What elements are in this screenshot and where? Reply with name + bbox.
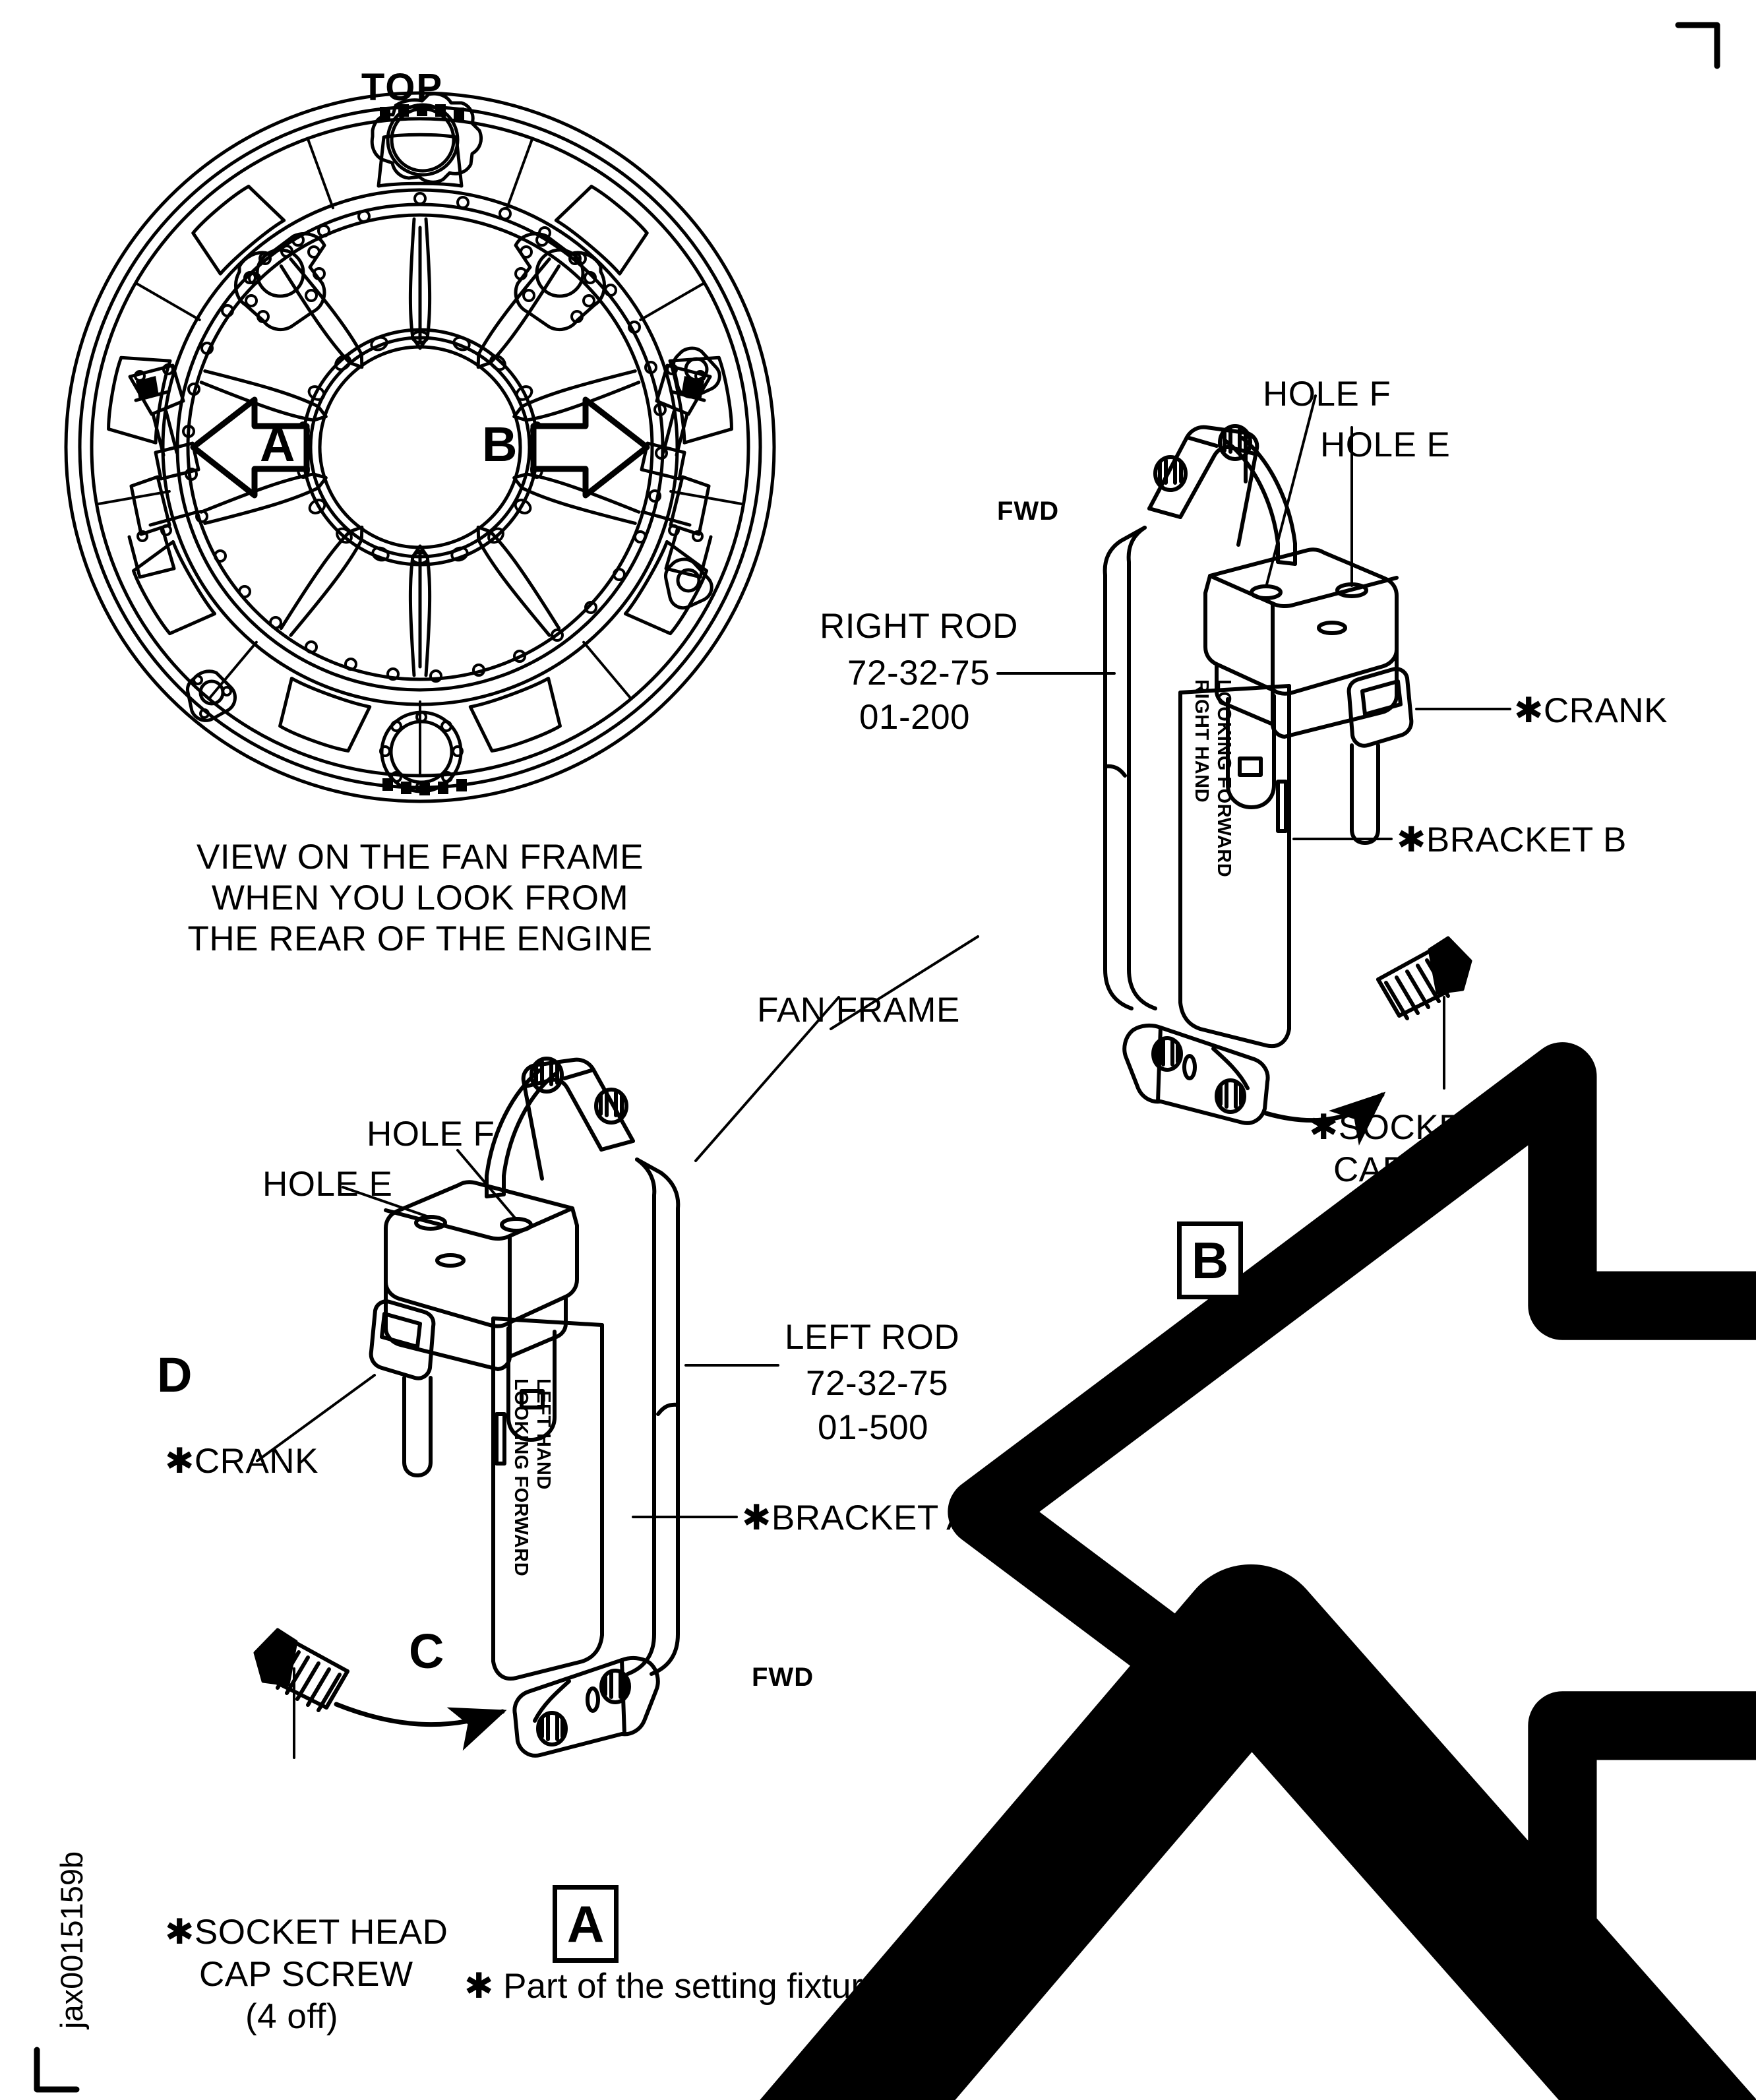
detail-b-rod-name: RIGHT ROD [820, 607, 1018, 646]
fan-frame-caption-line1: VIEW ON THE FAN FRAME [197, 838, 644, 877]
top-orientation-label: TOP [361, 65, 444, 109]
bracket-a-body [491, 1316, 604, 1681]
detail-a-rod-name: LEFT ROD [785, 1318, 960, 1357]
detail-a-arrow-c [386, 1521, 1756, 2100]
bracket-b-foot [1122, 1023, 1270, 1125]
crop-mark-top-right [1675, 22, 1720, 69]
detail-b-fwd-label: FWD [997, 497, 1060, 526]
bolt-socket-b-2 [1215, 1078, 1246, 1114]
detail-a-screw-line1: ✱SOCKET HEAD [165, 1913, 448, 1952]
bracket-a-strap [485, 1068, 559, 1198]
detail-b-assembly [1103, 424, 1472, 1146]
view-arrow-a [190, 396, 310, 499]
view-arrow-b-label: B [482, 417, 518, 472]
socket-head-cap-screw-a [253, 1628, 349, 1712]
detail-b-hole-e-label: HOLE E [1320, 425, 1451, 464]
detail-a-arrow-d-label: D [157, 1347, 193, 1402]
fan-frame-caption-line2: WHEN YOU LOOK FROM [211, 879, 629, 917]
top-rivet-bar [380, 104, 464, 120]
socket-head-cap-screw-b [1376, 936, 1472, 1020]
crank-a [369, 1299, 436, 1477]
detail-a-fwd-label: FWD [752, 1663, 814, 1692]
bracket-b-strap [1223, 436, 1297, 566]
view-arrow-b [530, 396, 650, 499]
crop-mark-bottom-left [34, 2047, 80, 2093]
detail-a-rod-part-line1: 72-32-75 [806, 1364, 949, 1403]
bolt-socket-a-1 [599, 1669, 631, 1704]
small-pad-right-upper [672, 346, 721, 399]
detail-a-screw-line3: (4 off) [245, 1997, 338, 2036]
left-rod-fitting [127, 363, 200, 579]
small-pad-lower-left [186, 669, 237, 722]
setting-fixture-footnote: ✱ Part of the setting fixture [464, 1967, 882, 2006]
fan-frame-flange-b [1103, 526, 1157, 1010]
crank-b [1347, 667, 1414, 845]
bolt-head-a-1 [594, 1088, 628, 1125]
detail-b-rod-part-line2: 01-200 [859, 698, 971, 737]
bracket-a-top-plate [521, 1057, 635, 1181]
detail-a-hole-f-label: HOLE F [367, 1115, 495, 1154]
detail-a-crank-label: ✱CRANK [165, 1442, 318, 1481]
detail-b-hole-f-label: HOLE F [1263, 375, 1391, 414]
fan-frame-caption-line3: THE REAR OF THE ENGINE [187, 919, 653, 958]
mount-pad-upper-left [234, 232, 326, 332]
detail-a-fwd-arrow: FWD [732, 1632, 884, 1721]
detail-b-bracket-label: ✱BRACKET B [1397, 820, 1627, 859]
mount-pad-upper-right [514, 232, 606, 332]
detail-a-arrow-c-label: C [409, 1624, 444, 1679]
fan-frame-assembly [64, 91, 776, 803]
detail-b-box-label: B [1177, 1221, 1243, 1299]
bottom-rivet-bar [382, 778, 467, 795]
detail-b-crank-label: ✱CRANK [1514, 691, 1668, 730]
fan-frame-leader-label: FAN FRAME [757, 991, 960, 1030]
bolt-head-b-1 [1153, 455, 1188, 492]
detail-a-rod-part-line2: 01-500 [818, 1408, 929, 1447]
detail-a-hole-e-label: HOLE E [262, 1165, 393, 1204]
bolt-socket-a-2 [536, 1711, 568, 1746]
detail-a-box-label: A [553, 1885, 619, 1963]
detail-b-fwd-arrow: FWD [936, 466, 1756, 1982]
bolt-socket-b-1 [1151, 1036, 1183, 1072]
detail-a-bracket-label: ✱BRACKET A [742, 1498, 970, 1537]
detail-a-arrow-d [198, 1338, 1585, 2100]
figure-id: jax0015159b [54, 1851, 89, 2029]
view-arrow-a-label: A [260, 417, 295, 472]
detail-a-screw-line2: CAP SCREW [199, 1955, 413, 1994]
small-pad-right-lower [664, 557, 713, 610]
detail-a-assembly [253, 1057, 681, 1758]
leader-lines [256, 394, 1511, 1759]
detail-b-rod-part-line1: 72-32-75 [847, 654, 990, 693]
fan-frame-flange-a [626, 1158, 681, 1676]
bracket-b-body [1178, 684, 1291, 1049]
bracket-a-foot [512, 1655, 660, 1758]
